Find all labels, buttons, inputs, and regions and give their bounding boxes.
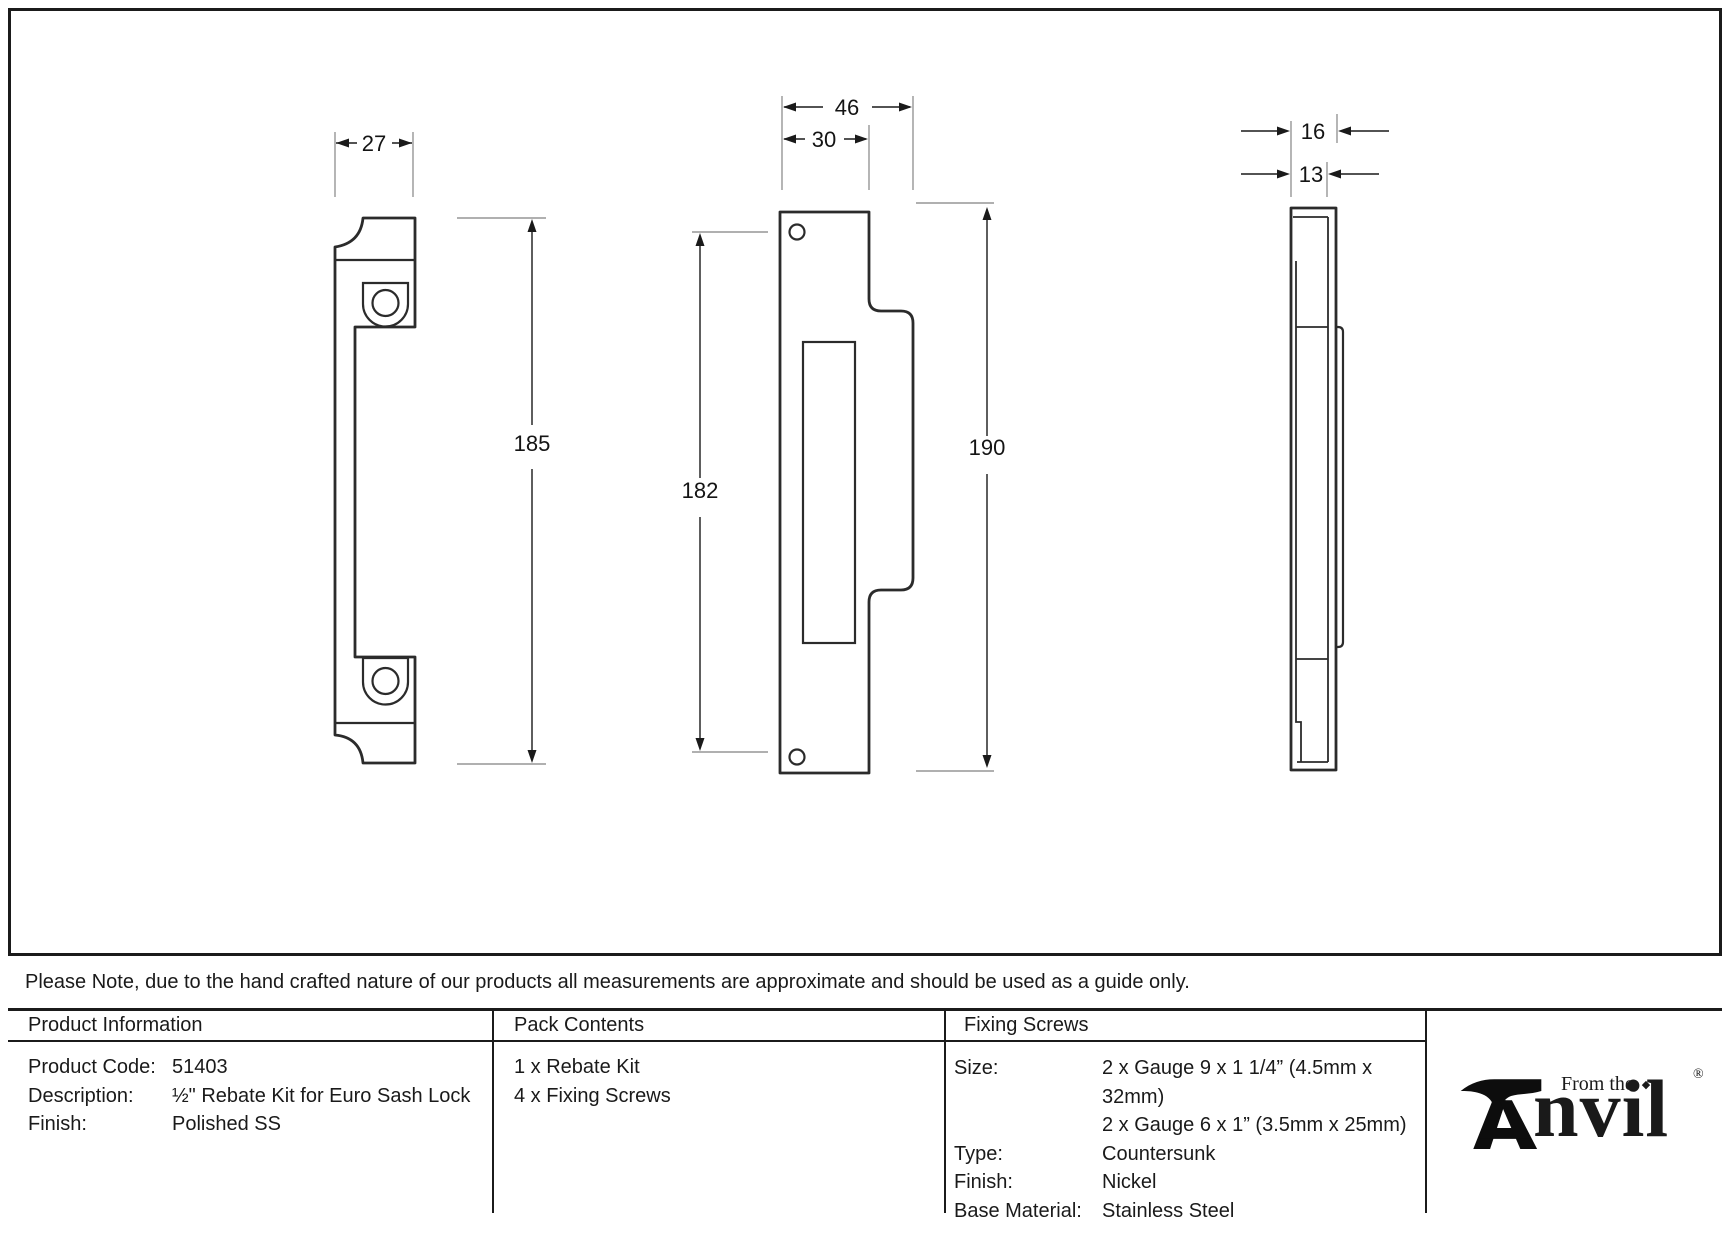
screw-finish-label: Finish:: [954, 1171, 1013, 1193]
screw-size-label-2: [954, 1111, 1102, 1140]
base-material-value: Stainless Steel: [1102, 1199, 1235, 1222]
product-code-row: Product Code: 51403: [28, 1053, 492, 1082]
dimension-label-13: 13: [1299, 162, 1323, 187]
dimension-label-30: 30: [812, 127, 836, 152]
measurement-note-text: Please Note, due to the hand crafted nat…: [25, 970, 1190, 993]
technical-drawings: 27 185 46 30 182: [333, 95, 1389, 775]
product-information-cell: Product Information Product Code: 51403 …: [8, 1011, 492, 1213]
latch-cutout: [801, 340, 857, 645]
screw-finish-row: Finish: Nickel: [954, 1168, 1425, 1197]
screw-type-value: Countersunk: [1102, 1142, 1216, 1165]
base-material-row: Base Material: Stainless Steel: [954, 1197, 1425, 1226]
logo-anvil-text: nvil: [1533, 1063, 1670, 1154]
fixing-screws-header: Fixing Screws: [946, 1011, 1425, 1042]
fixing-screws-cell: Fixing Screws Size: 2 x Gauge 9 x 1 1/4”…: [944, 1011, 1425, 1222]
screw-slot-hole-bottom: [371, 666, 400, 696]
spec-table: Product Information Product Code: 51403 …: [8, 1008, 1722, 1222]
screw-type-label: Type:: [954, 1142, 1003, 1165]
description-row: Description: ½" Rebate Kit for Euro Sash…: [28, 1082, 492, 1111]
screw-hole-top: [788, 223, 806, 241]
finish-value: Polished SS: [172, 1113, 281, 1135]
dimension-label-27: 27: [362, 131, 386, 156]
product-information-header: Product Information: [8, 1011, 492, 1042]
screw-size-row-2: 2 x Gauge 6 x 1” (3.5mm x 25mm): [954, 1111, 1425, 1140]
screw-finish-value: Nickel: [1102, 1171, 1157, 1193]
dimension-label-190: 190: [969, 435, 1006, 460]
measurement-note-bar: Please Note, due to the hand crafted nat…: [8, 953, 1722, 1008]
dimension-label-46: 46: [835, 95, 859, 120]
diamond-icon: ◆: [1641, 1079, 1651, 1091]
registered-trademark-icon: ®: [1693, 1067, 1704, 1082]
anvil-icon: [1459, 1075, 1543, 1149]
dimension-label-16: 16: [1301, 119, 1325, 144]
screw-slot-hole-top: [371, 288, 400, 318]
logo-prefix: From the: [1561, 1073, 1634, 1095]
screw-type-row: Type: Countersunk: [954, 1140, 1425, 1169]
logo-from-the-text: From the ◆: [1561, 1073, 1650, 1096]
dimension-label-185: 185: [514, 431, 551, 456]
description-label: Description:: [28, 1084, 134, 1107]
dimension-label-182: 182: [682, 478, 719, 503]
finish-label: Finish:: [28, 1113, 87, 1135]
screw-size-label: Size:: [954, 1057, 999, 1079]
from-the-anvil-logo: nvil From the◆ ®: [1459, 1067, 1709, 1159]
faceplate-view-drawing: 46 30 182 190: [682, 95, 1006, 775]
front-view-drawing: 27 185: [333, 131, 551, 765]
brand-logo-cell: nvil From the ◆ ®: [1425, 1011, 1722, 1213]
pack-contents-item: 1 x Rebate Kit: [514, 1056, 640, 1078]
description-value: ½" Rebate Kit for Euro Sash Lock: [172, 1084, 471, 1107]
side-view-drawing: 16 13: [1241, 114, 1389, 772]
product-code-value: 51403: [172, 1056, 228, 1078]
screw-hole-bottom: [788, 748, 806, 766]
finish-row: Finish: Polished SS: [28, 1110, 492, 1139]
screw-size-value-2: 2 x Gauge 6 x 1” (3.5mm x 25mm): [1102, 1114, 1407, 1136]
base-material-label: Base Material:: [954, 1199, 1082, 1222]
screw-size-value-1: 2 x Gauge 9 x 1 1/4” (4.5mm x 32mm): [1102, 1057, 1373, 1108]
pack-contents-cell: Pack Contents 1 x Rebate Kit 4 x Fixing …: [492, 1011, 944, 1213]
pack-contents-item: 4 x Fixing Screws: [514, 1084, 671, 1107]
screw-size-row: Size: 2 x Gauge 9 x 1 1/4” (4.5mm x 32mm…: [954, 1054, 1425, 1111]
product-code-label: Product Code:: [28, 1056, 156, 1078]
pack-contents-header: Pack Contents: [494, 1011, 944, 1042]
